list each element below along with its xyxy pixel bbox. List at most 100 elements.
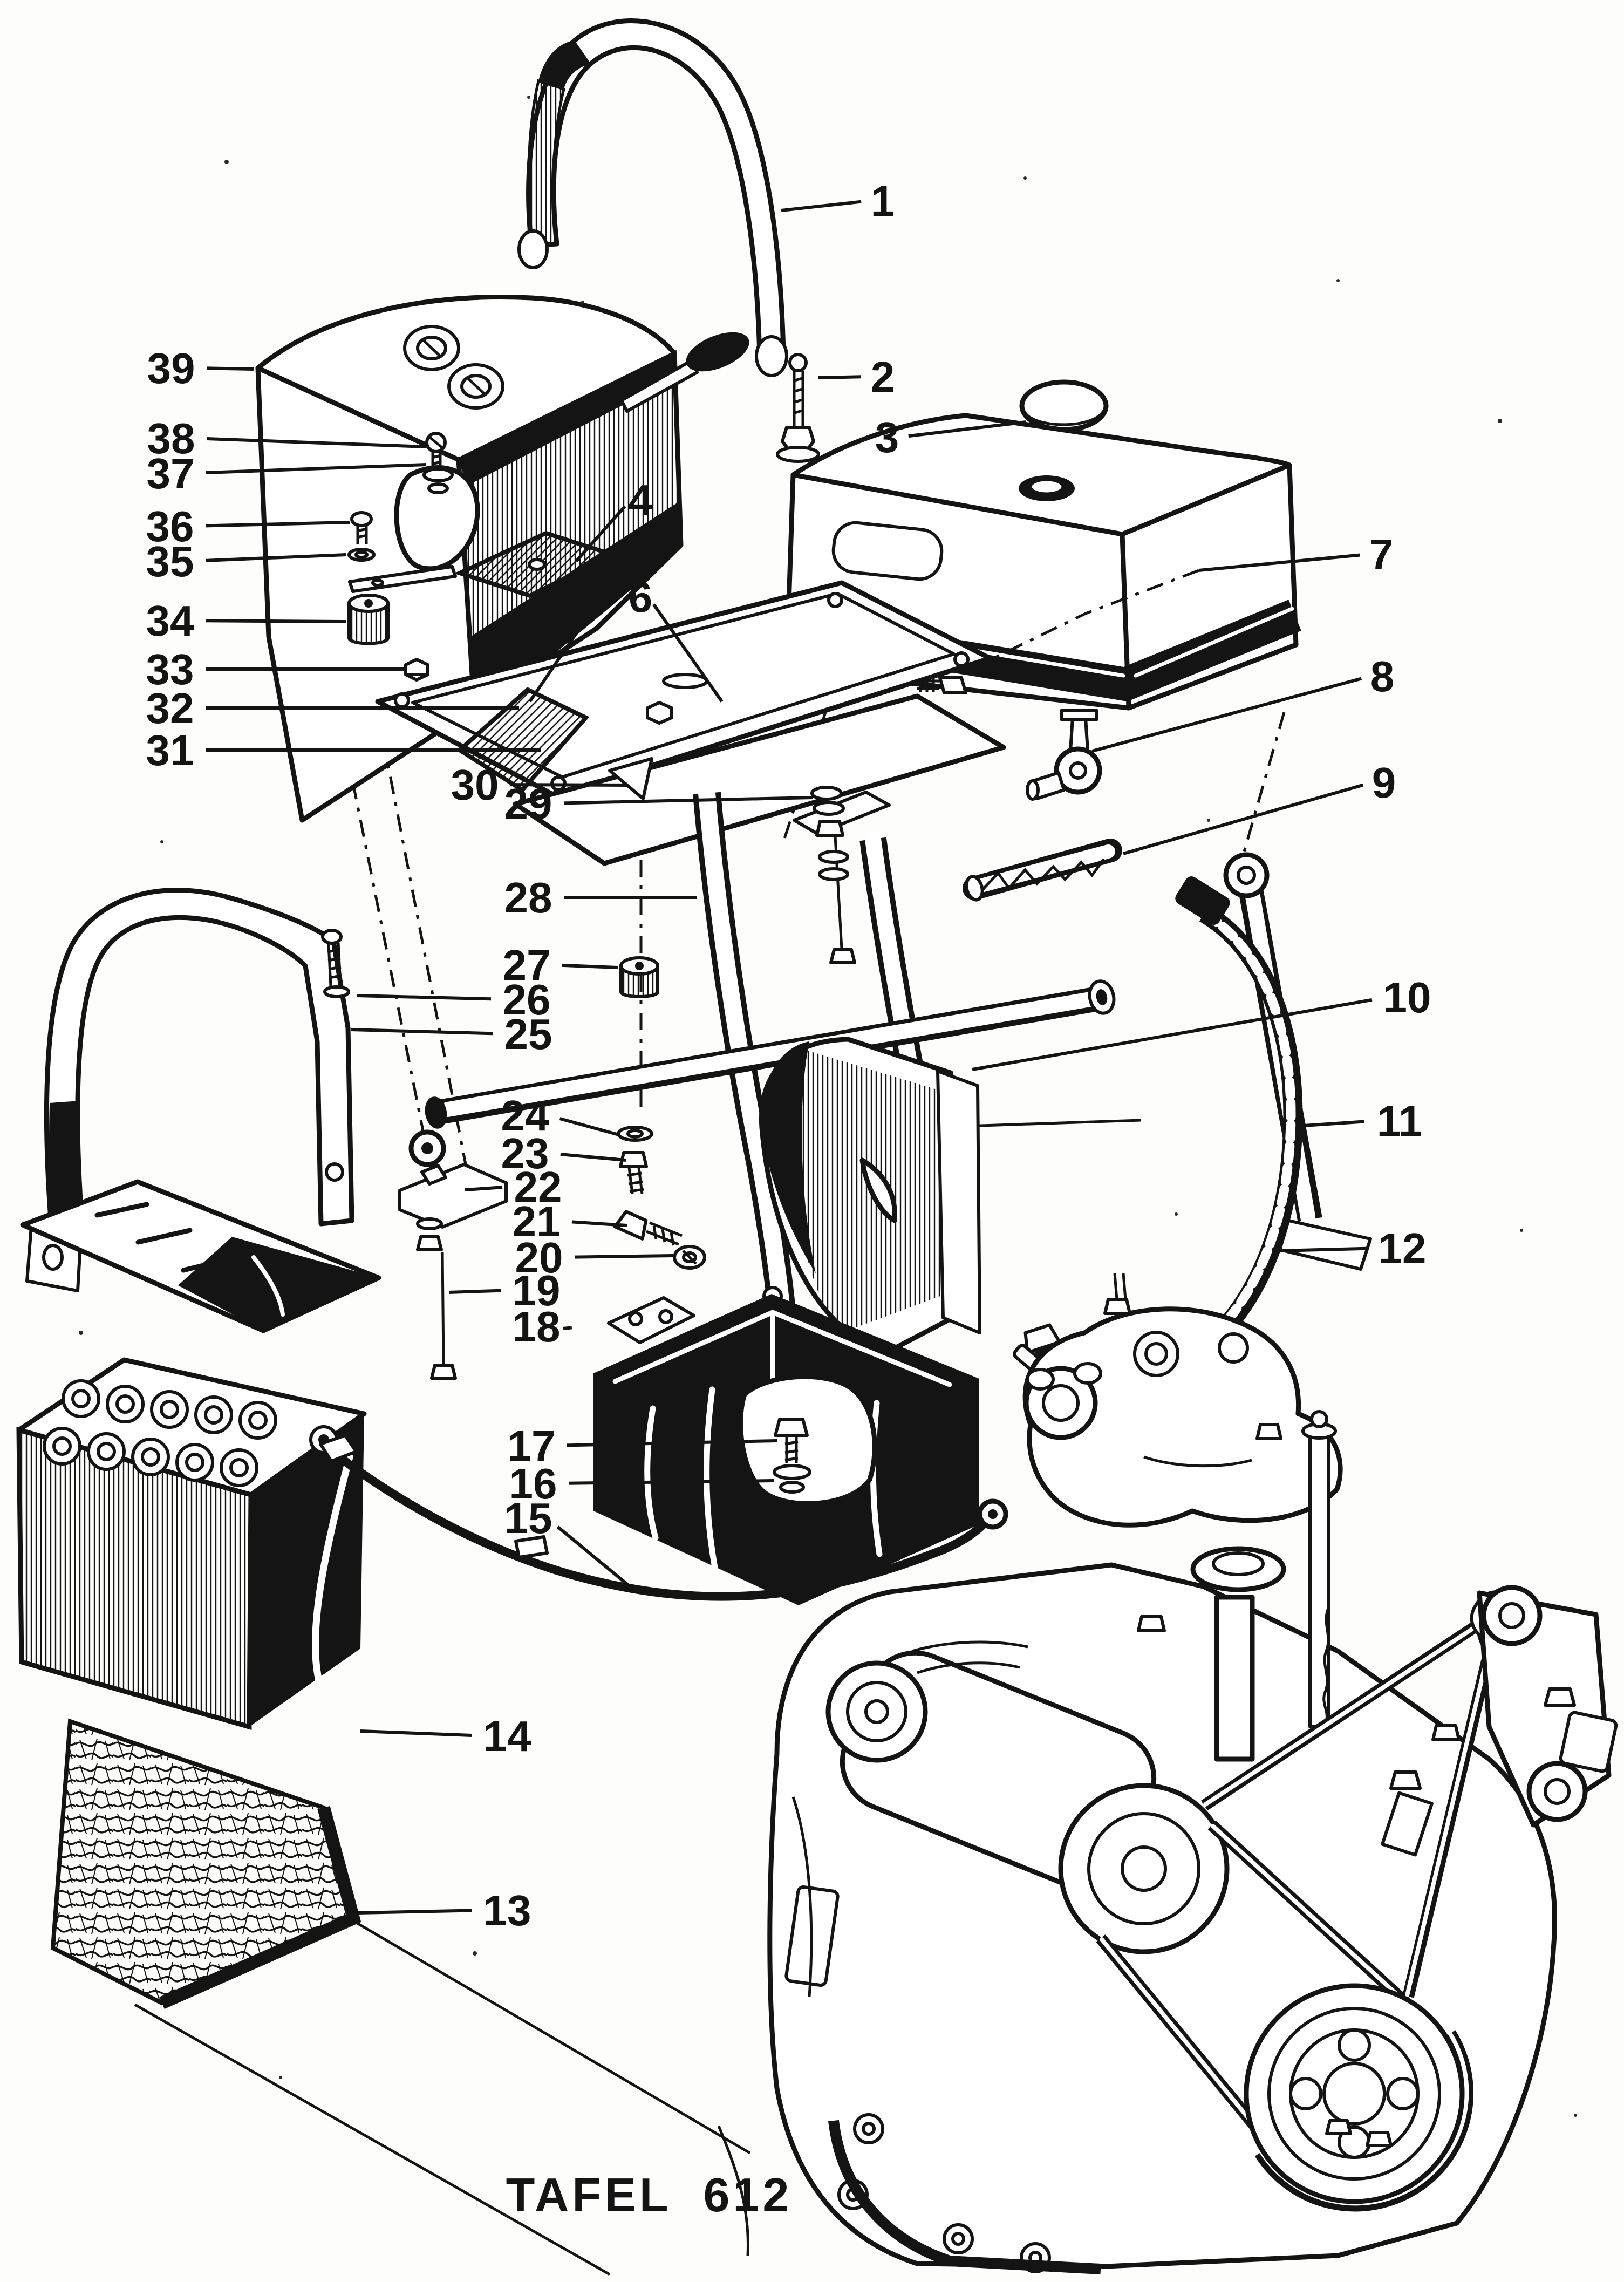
- crankcase-details: [717, 1796, 1101, 2274]
- oil-filler: [1190, 1410, 1337, 1762]
- callout-8: 8: [1370, 652, 1395, 700]
- callout-3: 3: [875, 413, 899, 461]
- saddle-clamp: [759, 1037, 981, 1356]
- leader-line-2: [817, 375, 862, 379]
- callout-11: 11: [1377, 1097, 1423, 1145]
- callout-4: 4: [629, 476, 653, 524]
- callout-18: 18: [513, 1303, 561, 1351]
- callout-15: 15: [504, 1494, 552, 1542]
- leader-line-29: [563, 796, 813, 805]
- leader-line-27: [562, 963, 618, 969]
- callout-23: 23: [501, 1129, 549, 1177]
- leader-line-8: [1091, 677, 1362, 753]
- leader-line-14: [360, 1729, 472, 1737]
- callout-9: 9: [1372, 759, 1396, 807]
- callout-29: 29: [504, 780, 552, 828]
- leader-line-19: [448, 1289, 501, 1294]
- battery-caps: [43, 1379, 277, 1487]
- mount-plate-strip: [348, 565, 457, 593]
- leader-line-16: [568, 1479, 774, 1485]
- engine-mount-bracket: [1477, 1585, 1618, 1828]
- leader-line-3: [908, 420, 1027, 438]
- callout-24: 24: [501, 1092, 549, 1140]
- leader-line-1: [781, 200, 862, 212]
- leader-line-37: [206, 463, 427, 474]
- cover-bolt-36: [347, 511, 376, 562]
- plate-caption: TAFEL 612: [506, 2168, 793, 2222]
- callout-7: 7: [1369, 530, 1394, 578]
- fuel-tap: [1026, 709, 1102, 801]
- callout-28: 28: [504, 874, 552, 922]
- hanger-strap-left: [693, 785, 795, 1314]
- engine: [717, 1273, 1618, 2274]
- box-brackets: [398, 1163, 706, 1380]
- battery-cover: [255, 295, 684, 823]
- leader-line-15: [556, 1525, 630, 1587]
- callout-12: 12: [1379, 1224, 1427, 1272]
- lower-frame: [513, 693, 1006, 964]
- leader-line-10: [972, 998, 1373, 1071]
- battery: [16, 1357, 367, 1730]
- frame-bolts-23-24: [617, 1126, 653, 1194]
- callout-2: 2: [871, 353, 895, 401]
- insulation-mat: [50, 1718, 361, 2009]
- callout-39: 39: [147, 344, 195, 392]
- callout-19: 19: [513, 1266, 561, 1314]
- battery-box: [514, 1294, 979, 1605]
- leader-line-35: [205, 553, 347, 562]
- leader-line-13: [357, 1909, 472, 1915]
- fuel-pump: [1022, 1273, 1343, 1528]
- leader-line-22: [465, 1186, 503, 1191]
- rubber-buffer-27: [619, 956, 659, 998]
- leader-line-17: [567, 1439, 777, 1447]
- callout-38: 38: [147, 414, 195, 462]
- leader-line-24: [559, 1117, 619, 1136]
- callout-27: 27: [503, 941, 551, 989]
- callout-13: 13: [483, 1886, 531, 1934]
- callout-34: 34: [146, 597, 194, 645]
- cross-tube: [408, 979, 1116, 1167]
- leader-line-36: [205, 521, 350, 528]
- leader-line-11: [1295, 1120, 1364, 1128]
- fuel-hose-short: [963, 839, 1122, 902]
- callout-1: 1: [871, 177, 895, 225]
- leader-line-9: [1123, 783, 1364, 855]
- leader-line-23: [560, 1153, 626, 1162]
- rubber-buffer-34: [347, 594, 390, 645]
- leader-line-7: [1198, 553, 1360, 572]
- cover-lever: [620, 332, 749, 413]
- leader-line-20: [574, 1254, 674, 1259]
- leader-line-18: [563, 1326, 572, 1330]
- leader-line-25: [350, 1028, 493, 1036]
- battery-cable: [319, 1434, 1008, 1601]
- callout-25: 25: [504, 1010, 552, 1058]
- braided-hose: [1013, 876, 1303, 1390]
- leader-line-12: [1279, 1246, 1367, 1252]
- construction-lines: [134, 712, 1286, 2276]
- leader-line-21: [571, 1220, 627, 1227]
- callout-33: 33: [146, 645, 194, 693]
- callout-16: 16: [509, 1460, 557, 1508]
- gasket-pad-5: [456, 687, 590, 793]
- crank-pulley: [1244, 1983, 1465, 2204]
- callout-30: 30: [451, 761, 499, 809]
- generator: [825, 1640, 1230, 1954]
- leader-line-5: [528, 556, 629, 703]
- callout-32: 32: [146, 684, 194, 732]
- strap-bolt: [776, 353, 820, 463]
- callout-6: 6: [629, 573, 653, 621]
- bolt-21: [613, 1210, 683, 1246]
- left-strap-bolt: [321, 929, 350, 998]
- callout-17: 17: [508, 1422, 556, 1470]
- hold-down-strap: [517, 18, 788, 377]
- cover-washer-37: [422, 467, 454, 494]
- cover-screw-38: [425, 432, 447, 468]
- callout-layer: 1234567891011121314151617181920212223242…: [146, 177, 1431, 1934]
- gasket-pad-4: [454, 530, 619, 598]
- leader-line-38: [206, 437, 427, 448]
- callout-22: 22: [514, 1163, 562, 1211]
- callout-37: 37: [147, 449, 195, 498]
- callout-20: 20: [515, 1234, 563, 1282]
- leader-line-4: [575, 505, 626, 562]
